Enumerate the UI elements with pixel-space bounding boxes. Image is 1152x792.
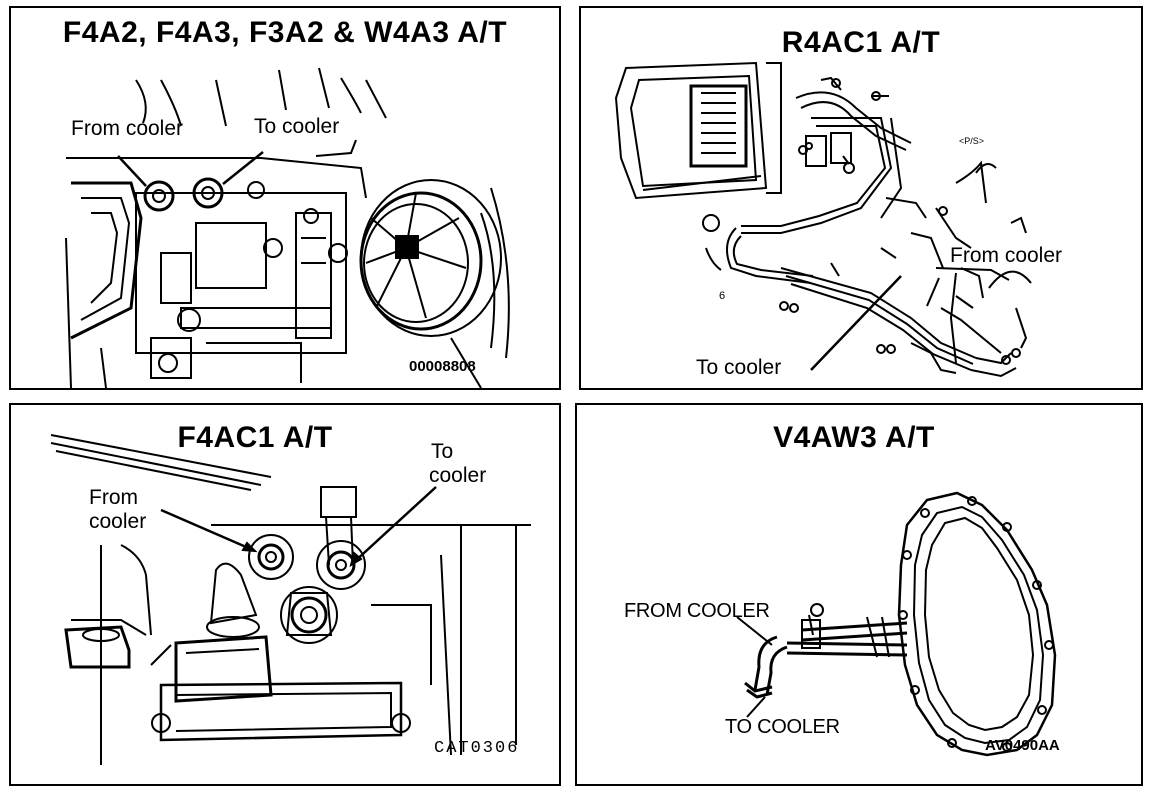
figure-code: 00008808 [409, 358, 476, 375]
panel-title: F4A2, F4A3, F3A2 & W4A3 A/T [62, 16, 508, 49]
from-cooler-label-line1: From [89, 486, 138, 509]
transmission-drawing-3 [50, 434, 531, 765]
to-cooler-label-line1: To [431, 440, 454, 463]
to-cooler-label: To cooler [696, 356, 782, 379]
from-cooler-label: From cooler [71, 117, 184, 140]
panel-title: F4AC1 A/T [177, 421, 333, 454]
part-number-label: 6 [719, 290, 726, 302]
transmission-drawing-4 [736, 491, 1057, 757]
panel-title: V4AW3 A/T [773, 421, 935, 454]
to-cooler-label: To cooler [254, 115, 340, 138]
panel-r4ac1-diagram: R4AC1 A/T [579, 6, 1143, 390]
from-cooler-label: From cooler [950, 244, 1063, 267]
power-steering-label: <P/S> [959, 136, 985, 146]
from-cooler-label-line2: cooler [89, 510, 147, 533]
to-cooler-label: TO COOLER [725, 716, 840, 738]
transmission-drawing-2 [614, 61, 1032, 378]
panel-title: R4AC1 A/T [781, 26, 941, 59]
panel-v4aw3-diagram: V4AW3 A/T FROM COOLER TO COOLER AV0490AA [575, 403, 1143, 786]
figure-code: AV0490AA [985, 737, 1060, 754]
to-cooler-label-line2: cooler [429, 464, 487, 487]
panel-f4ac1-diagram: F4AC1 A/T From cooler To cooler CAT0306 [9, 403, 561, 786]
figure-code: CAT0306 [434, 739, 520, 758]
from-cooler-label: FROM COOLER [624, 600, 770, 622]
transmission-drawing-1 [65, 67, 510, 388]
panel-f4a2-diagram: F4A2, F4A3, F3A2 & W4A3 A/T From [9, 6, 561, 390]
